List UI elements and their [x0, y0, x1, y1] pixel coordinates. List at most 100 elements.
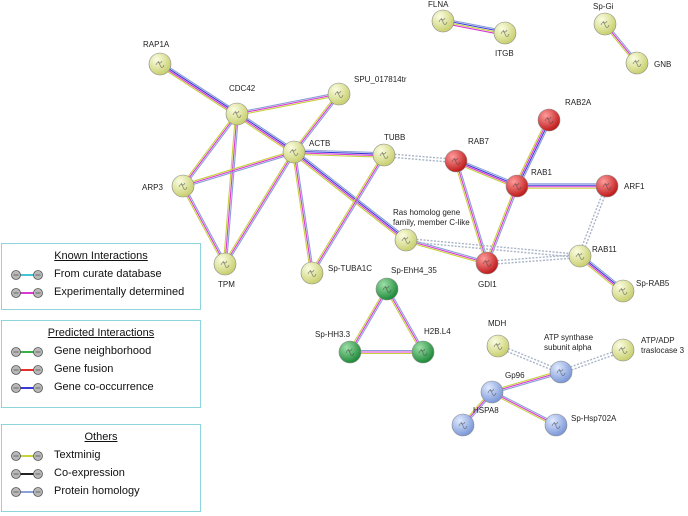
node-label: SPU_017814tr — [354, 75, 407, 84]
node-sptuba1c[interactable]: Sp-TUBA1C — [300, 261, 372, 285]
node-label: RAB11 — [592, 245, 617, 254]
node-ball[interactable] — [611, 338, 635, 362]
structure-icon — [575, 252, 585, 260]
node-ball[interactable] — [327, 82, 351, 106]
structure-icon — [379, 151, 389, 159]
edge-actb-rasc — [292, 149, 408, 243]
legend-predicted-interactions: Predicted Interactions Gene neighborhood… — [1, 320, 201, 408]
node-ball[interactable] — [611, 279, 635, 303]
node-rab11[interactable]: RAB11 — [568, 244, 617, 268]
node-h2bl4[interactable]: H2B.L4 — [411, 327, 451, 364]
legend-swatch-icon — [11, 365, 43, 375]
node-ball[interactable] — [338, 340, 362, 364]
node-ball[interactable] — [493, 21, 517, 45]
legend-predicted-title: Predicted Interactions — [47, 327, 155, 339]
node-rab7[interactable]: RAB7 — [444, 137, 489, 173]
node-ball[interactable] — [372, 143, 396, 167]
edge-actb-tubb — [293, 149, 385, 158]
node-ball[interactable] — [595, 174, 619, 198]
node-label: CDC42 — [229, 84, 256, 93]
node-actb[interactable]: ACTB — [282, 139, 330, 164]
node-flna[interactable]: FLNA — [428, 0, 455, 33]
edge-spehh4-sphh33 — [348, 287, 389, 354]
node-itgb[interactable]: ITGB — [493, 21, 517, 58]
node-ball[interactable] — [225, 102, 249, 126]
node-rab1[interactable]: RAB1 — [505, 168, 552, 198]
node-ball[interactable] — [486, 334, 510, 358]
node-spgi[interactable]: Sp-Gi — [593, 2, 617, 36]
node-gdi1[interactable]: GDI1 — [475, 251, 499, 289]
legend-swatch-icon — [11, 288, 43, 298]
node-gnb[interactable]: GNB — [625, 51, 671, 75]
node-label: RAB7 — [468, 137, 489, 146]
node-ball[interactable] — [568, 244, 592, 268]
node-tpm[interactable]: TPM — [213, 252, 237, 289]
node-sphh33[interactable]: Sp-HH3.3 — [315, 330, 362, 364]
node-ball[interactable] — [171, 174, 195, 198]
node-ball[interactable] — [444, 149, 468, 173]
structure-icon — [178, 182, 188, 190]
node-ball[interactable] — [282, 140, 306, 164]
node-ball[interactable] — [411, 340, 435, 364]
structure-icon — [493, 342, 503, 350]
node-ball[interactable] — [480, 380, 504, 404]
node-spu[interactable]: SPU_017814tr — [327, 75, 407, 106]
edge-mdh-atpsyn — [497, 343, 562, 375]
legend-item-label: Protein homology — [54, 485, 140, 497]
node-ball[interactable] — [300, 261, 324, 285]
node-arp3[interactable]: ARP3 — [142, 174, 195, 198]
node-sprab5[interactable]: Sp-RAB5 — [611, 279, 670, 303]
node-ball[interactable] — [544, 413, 568, 437]
node-mdh[interactable]: MDH — [486, 319, 510, 358]
node-ball[interactable] — [475, 251, 499, 275]
node-ball[interactable] — [213, 252, 237, 276]
node-ball[interactable] — [593, 12, 617, 36]
node-gp96[interactable]: Gp96 — [480, 371, 525, 404]
edge-rap1a-cdc42 — [158, 61, 239, 117]
node-label: FLNA — [428, 0, 449, 9]
legend-swatch-icon — [11, 469, 43, 479]
edge-gp96-sphsp — [491, 390, 557, 427]
structure-icon — [544, 116, 554, 124]
edge-spu-actb — [292, 92, 341, 154]
node-ball[interactable] — [451, 413, 475, 437]
node-ball[interactable] — [375, 277, 399, 301]
legend-item-label: Gene fusion — [54, 363, 114, 375]
structure-icon — [556, 368, 566, 376]
node-ball[interactable] — [394, 228, 418, 252]
node-ball[interactable] — [537, 108, 561, 132]
structure-icon — [458, 421, 468, 429]
node-label: TUBB — [384, 133, 405, 142]
node-label: Gp96 — [505, 371, 525, 380]
node-rap1a[interactable]: RAP1A — [143, 40, 172, 76]
legend-swatch-icon — [11, 487, 43, 497]
edge-tubb-rab7 — [383, 152, 457, 164]
node-label: ACTB — [309, 139, 330, 148]
node-ball[interactable] — [148, 52, 172, 76]
structure-icon — [155, 60, 165, 68]
node-rab2a[interactable]: RAB2A — [537, 98, 592, 132]
node-arf1[interactable]: ARF1 — [595, 174, 645, 198]
node-ball[interactable] — [431, 9, 455, 33]
legend-item-label: From curate database — [54, 268, 162, 280]
structure-icon — [451, 157, 461, 165]
node-sphsp[interactable]: Sp-Hsp702A — [544, 413, 617, 437]
structure-icon — [289, 148, 299, 156]
legend-known-title: Known Interactions — [54, 250, 148, 262]
node-spehh4[interactable]: Sp-EhH4_35 — [375, 266, 437, 301]
legend-item-label: Experimentally determined — [54, 286, 185, 298]
node-cdc42[interactable]: CDC42 — [225, 84, 256, 126]
legend-item-label: Textminig — [54, 449, 101, 461]
node-ball[interactable] — [625, 51, 649, 75]
node-label: Sp-RAB5 — [636, 279, 670, 288]
edge-actb-arp3 — [182, 150, 295, 188]
node-ball[interactable] — [549, 360, 573, 384]
legend-swatch-icon — [11, 383, 43, 393]
node-ball[interactable] — [505, 174, 529, 198]
node-tubb[interactable]: TUBB — [372, 133, 405, 167]
node-hspa8[interactable]: HSPA8 — [451, 406, 499, 437]
